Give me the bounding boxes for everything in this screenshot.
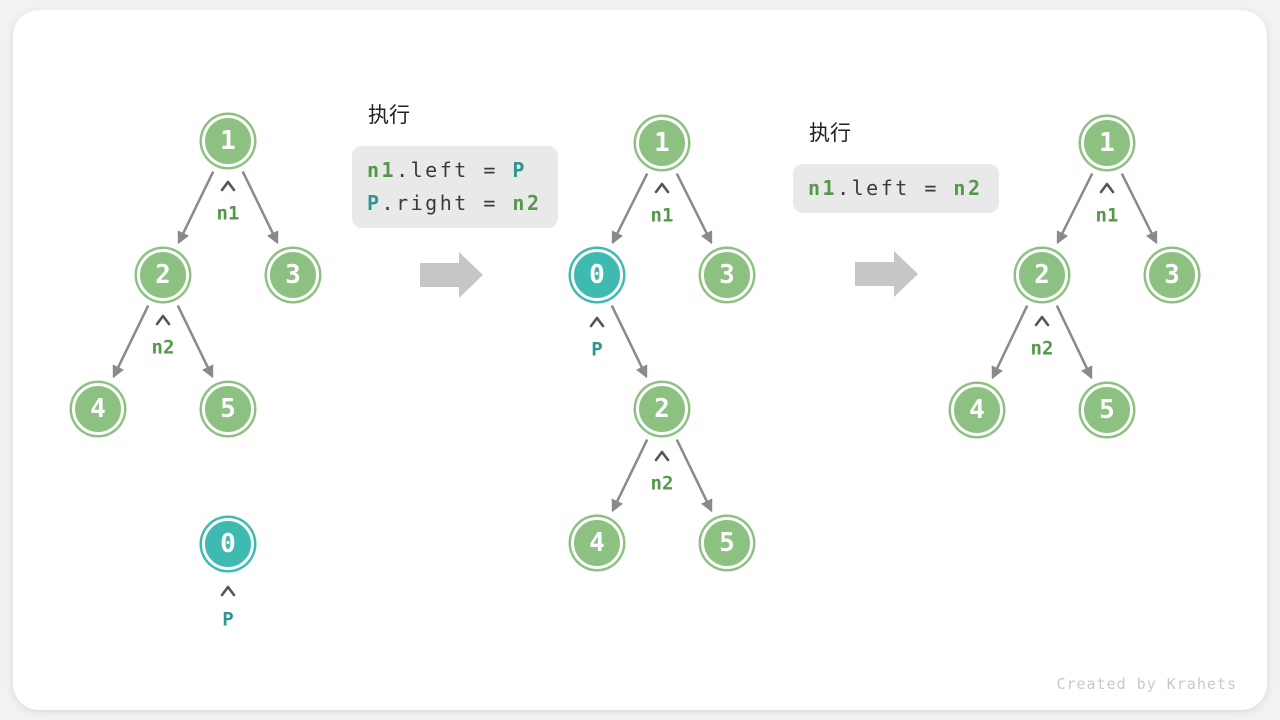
pointer-label-n1: n1	[1095, 204, 1119, 227]
tree-node: 5	[701, 517, 753, 569]
code-token: n2	[953, 176, 983, 200]
code-token: n2	[512, 191, 542, 215]
node-value: 5	[1099, 395, 1115, 425]
code-token: .left =	[837, 176, 954, 200]
tree-node: 2	[1016, 249, 1068, 301]
node-value: 3	[285, 260, 301, 290]
node-value: 5	[719, 528, 735, 558]
node-value: 4	[969, 395, 985, 425]
node-value: 4	[589, 528, 605, 558]
tree-node: 5	[202, 383, 254, 435]
code-token: n1	[808, 176, 838, 200]
code-box: n1.left = P P.right = n2	[352, 146, 558, 228]
code-line: n1.left = P	[367, 154, 542, 187]
code-token: n1	[367, 158, 397, 182]
exec-block-2: 执行 n1.left = n2	[793, 117, 999, 213]
tree-node-p: 0	[202, 518, 254, 570]
code-token: P	[367, 191, 382, 215]
node-value: 0	[589, 260, 605, 290]
node-value: 2	[654, 394, 670, 424]
tree-node: 1	[636, 117, 688, 169]
node-value: 3	[719, 260, 735, 290]
pointer-label-n2: n2	[151, 336, 175, 359]
tree-node: 1	[1081, 117, 1133, 169]
tree-node: 3	[701, 249, 753, 301]
tree-node: 1	[202, 115, 254, 167]
pointer-label-n1: n1	[216, 202, 240, 225]
node-value: 1	[654, 128, 670, 158]
code-token: .right =	[381, 191, 513, 215]
tree-node-p: 0	[571, 249, 623, 301]
pointer-label-n2: n2	[1030, 337, 1054, 360]
tree-node: 4	[571, 517, 623, 569]
exec-title: 执行	[809, 121, 851, 145]
code-token: .left =	[396, 158, 513, 182]
node-value: 2	[1034, 260, 1050, 290]
tree-node: 3	[267, 249, 319, 301]
tree-node: 4	[951, 384, 1003, 436]
node-value: 1	[1099, 128, 1115, 158]
pointer-label-n1: n1	[650, 204, 674, 227]
figure-card	[13, 10, 1267, 710]
code-line: P.right = n2	[367, 187, 542, 220]
tree-node: 5	[1081, 384, 1133, 436]
exec-title: 执行	[368, 103, 410, 127]
tree-node: 2	[636, 383, 688, 435]
tree-node: 2	[137, 249, 189, 301]
node-value: 2	[155, 260, 171, 290]
pointer-label-p: P	[591, 338, 603, 361]
node-value: 3	[1164, 260, 1180, 290]
tree-node: 4	[72, 383, 124, 435]
tree-node: 3	[1146, 249, 1198, 301]
pointer-label-p: P	[222, 608, 234, 631]
node-value: 0	[220, 529, 236, 559]
node-value: 5	[220, 394, 236, 424]
watermark: Created by Krahets	[1056, 675, 1237, 693]
exec-block-1: 执行 n1.left = P P.right = n2	[352, 99, 558, 228]
pointer-label-n2: n2	[650, 472, 674, 495]
node-value: 4	[90, 394, 106, 424]
code-token: P	[512, 158, 527, 182]
code-box: n1.left = n2	[793, 164, 999, 213]
node-value: 1	[220, 126, 236, 156]
code-line: n1.left = n2	[808, 172, 983, 205]
